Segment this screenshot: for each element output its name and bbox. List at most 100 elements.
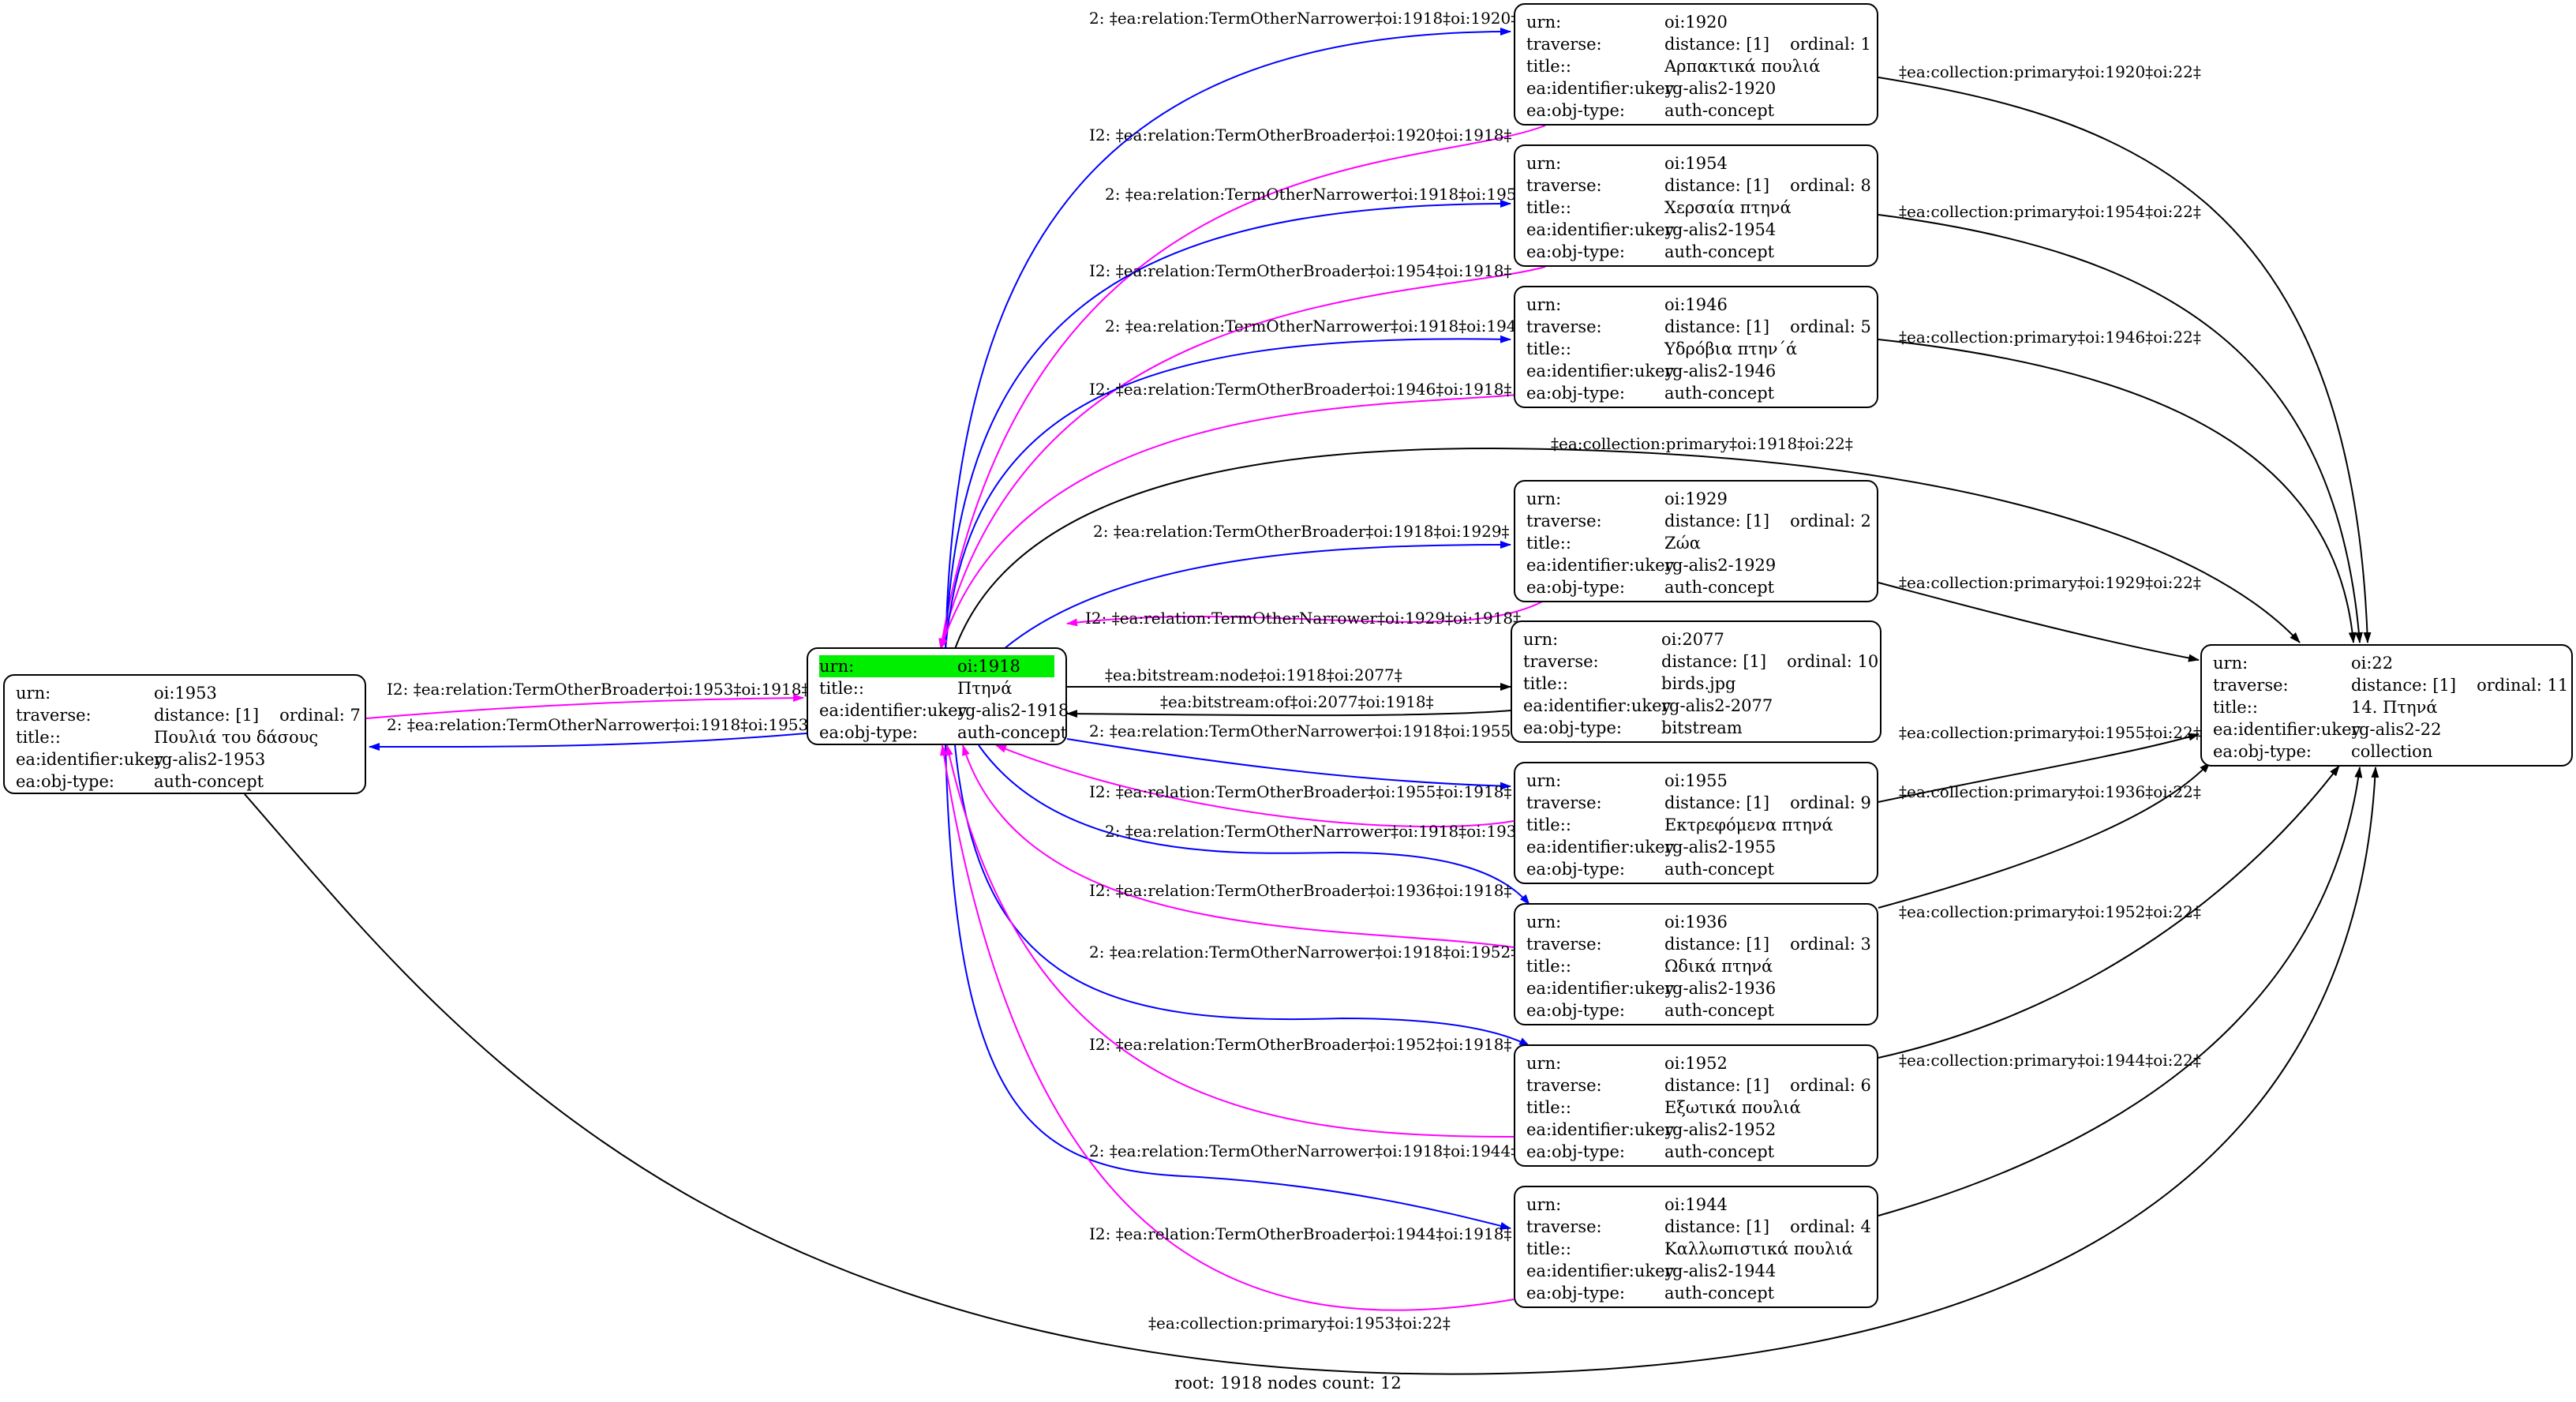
field-traverse: traverse:distance: [1]ordinal: 1 <box>1526 35 1871 54</box>
edge-label-n1946-n22: ‡ea:collection:primary‡oi:1946‡oi:22‡ <box>1899 328 2201 347</box>
edge-label-n1953-n22: ‡ea:collection:primary‡oi:1953‡oi:22‡ <box>1148 1314 1451 1333</box>
edge-n1955-n22 <box>1878 733 2200 803</box>
edge-n1918-n1946 <box>945 335 1511 650</box>
edge-label-n1936-n22: ‡ea:collection:primary‡oi:1936‡oi:22‡ <box>1899 782 2201 801</box>
node-1952[interactable]: urn:oi:1952 traverse:distance: [1]ordina… <box>1514 1044 1878 1167</box>
edge-label-n1944-n1918: I2: ‡ea:relation:TermOtherBroader‡oi:194… <box>1089 1224 1511 1243</box>
field-urn: urn:oi:1954 <box>1526 154 1728 173</box>
field-traverse: traverse:distance: [1]ordinal: 2 <box>1526 512 1871 530</box>
edge-n1944-n22 <box>1878 767 2363 1216</box>
edge-label-n1946-n1918: I2: ‡ea:relation:TermOtherBroader‡oi:194… <box>1089 380 1511 399</box>
edge-label-n1918-n1929: 2: ‡ea:relation:TermOtherBroader‡oi:1918… <box>1093 522 1510 541</box>
edge-label-n1955-n1918: I2: ‡ea:relation:TermOtherBroader‡oi:195… <box>1089 782 1511 801</box>
node-1920[interactable]: urn:oi:1920 traverse:distance: [1]ordina… <box>1514 3 1878 126</box>
field-urn: urn:oi:2077 <box>1523 630 1724 649</box>
edge-label-n1918-n1936: 2: ‡ea:relation:TermOtherNarrower‡oi:191… <box>1105 822 1534 841</box>
edge-n1952-n22 <box>1878 765 2340 1059</box>
edge-n1918-n1920 <box>945 28 1511 650</box>
edge-n1920-n1918 <box>938 125 1546 650</box>
field-title: title::birds.jpg <box>1523 674 1736 693</box>
field-title: title::Υδρόβια πτην΄ά <box>1526 339 1798 358</box>
field-objtype: ea:obj-type:auth-concept <box>1526 1001 1775 1020</box>
field-title: title::Εξωτικά πουλιά <box>1526 1098 1801 1117</box>
edge-label-n1955-n22: ‡ea:collection:primary‡oi:1955‡oi:22‡ <box>1899 723 2201 742</box>
edge-label-n1929-n1918: I2: ‡ea:relation:TermOtherNarrower‡oi:19… <box>1085 609 1521 628</box>
field-title: title::Ωδικά πτηνά <box>1526 957 1773 976</box>
field-title: title::Χερσαία πτηνά <box>1526 198 1792 217</box>
node-1946[interactable]: urn:oi:1946 traverse:distance: [1]ordina… <box>1514 286 1878 408</box>
field-title: title::14. Πτηνά <box>2213 698 2438 717</box>
edge-n1918-n1936 <box>978 744 1530 905</box>
field-objtype: ea:obj-type:auth-concept <box>1526 860 1775 879</box>
edge-label-n1920-n22: ‡ea:collection:primary‡oi:1920‡oi:22‡ <box>1899 62 2201 81</box>
field-objtype: ea:obj-type:auth-concept <box>1526 1284 1775 1303</box>
edge-n1918-n1944 <box>945 744 1511 1230</box>
field-urn: urn:oi:1952 <box>1526 1054 1728 1073</box>
field-urn: urn:oi:1953 <box>16 684 217 703</box>
field-urn: urn:oi:1946 <box>1526 295 1728 314</box>
edge-label-n1918-n2077: ‡ea:bitstream:node‡oi:1918‡oi:2077‡ <box>1105 665 1402 684</box>
node-1953[interactable]: urn:oi:1953 traverse:distance: [1]ordina… <box>3 674 366 794</box>
edge-n1918-n1952 <box>954 744 1530 1047</box>
edge-label-n1918-n1954: 2: ‡ea:relation:TermOtherNarrower‡oi:191… <box>1105 185 1534 204</box>
edge-n1918-n1953 <box>369 733 807 752</box>
edge-n1955-n1918 <box>995 744 1515 828</box>
field-title: title::Εκτρεφόμενα πτηνά <box>1526 815 1833 834</box>
field-traverse: traverse:distance: [1]ordinal: 9 <box>1526 793 1871 812</box>
edge-n1918-n1955 <box>1066 738 1511 790</box>
field-title: title::Ζώα <box>1526 534 1701 553</box>
field-traverse: traverse:distance: [1]ordinal: 11 <box>2213 676 2569 695</box>
node-1936[interactable]: urn:oi:1936 traverse:distance: [1]ordina… <box>1514 903 1878 1025</box>
node-1918-root[interactable]: urn:oi:1918 title::Πτηνά ea:identifier:u… <box>807 647 1069 745</box>
node-1954[interactable]: urn:oi:1954 traverse:distance: [1]ordina… <box>1514 144 1878 267</box>
edge-label-n1918-n1952: 2: ‡ea:relation:TermOtherNarrower‡oi:191… <box>1089 943 1518 962</box>
field-urn: urn:oi:1955 <box>1526 771 1728 790</box>
field-title: title::Αρπακτικά πουλιά <box>1526 57 1821 76</box>
field-traverse: traverse:distance: [1]ordinal: 6 <box>1526 1076 1871 1095</box>
edge-n1936-n22 <box>1878 762 2211 909</box>
field-objtype: ea:obj-type:auth-concept <box>1526 578 1775 597</box>
field-traverse: traverse:distance: [1]ordinal: 7 <box>16 706 361 725</box>
edge-label-n1918-n1944: 2: ‡ea:relation:TermOtherNarrower‡oi:191… <box>1089 1141 1518 1160</box>
edge-label-n1929-n22: ‡ea:collection:primary‡oi:1929‡oi:22‡ <box>1899 573 2201 592</box>
field-objtype: ea:obj-type:auth-concept <box>1526 101 1775 120</box>
edge-label-n1954-n22: ‡ea:collection:primary‡oi:1954‡oi:22‡ <box>1899 202 2201 221</box>
edge-label-n1918-n22: ‡ea:collection:primary‡oi:1918‡oi:22‡ <box>1551 434 1853 453</box>
node-1955[interactable]: urn:oi:1955 traverse:distance: [1]ordina… <box>1514 762 1878 884</box>
node-1944[interactable]: urn:oi:1944 traverse:distance: [1]ordina… <box>1514 1186 1878 1308</box>
edge-n1929-n22 <box>1878 582 2200 662</box>
edge-n1954-n1918 <box>939 266 1546 650</box>
node-22-collection[interactable]: urn:oi:22 traverse:distance: [1]ordinal:… <box>2200 644 2573 767</box>
edge-n1954-n22 <box>1878 214 2363 643</box>
edge-label-n1944-n22: ‡ea:collection:primary‡oi:1944‡oi:22‡ <box>1899 1051 2201 1070</box>
field-objtype: ea:obj-type:auth-concept <box>819 723 1068 742</box>
field-objtype: ea:obj-type:auth-concept <box>1526 384 1775 403</box>
edge-label-n1952-n22: ‡ea:collection:primary‡oi:1952‡oi:22‡ <box>1899 902 2201 921</box>
field-objtype: ea:obj-type:auth-concept <box>1526 242 1775 261</box>
field-traverse: traverse:distance: [1]ordinal: 8 <box>1526 176 1871 195</box>
field-title: title::Πτηνά <box>819 679 1013 698</box>
edge-n1946-n1918 <box>940 391 1546 650</box>
field-urn: urn:oi:1920 <box>1526 13 1728 32</box>
edge-n1918-n1929 <box>1003 541 1511 650</box>
node-2077[interactable]: urn:oi:2077 traverse:distance: [1]ordina… <box>1511 620 1881 743</box>
edge-label-n1920-n1918: I2: ‡ea:relation:TermOtherBroader‡oi:192… <box>1089 126 1511 144</box>
edge-n1953-n1918 <box>365 694 804 719</box>
edge-n1936-n1918 <box>962 744 1515 948</box>
edge-label-n1953-n1918: I2: ‡ea:relation:TermOtherBroader‡oi:195… <box>387 680 809 699</box>
edge-n1953-n22 <box>244 767 2379 1375</box>
edge-n1918-n22 <box>954 448 2301 650</box>
edge-label-n1918-n1920: 2: ‡ea:relation:TermOtherNarrower‡oi:191… <box>1089 9 1518 28</box>
field-objtype: ea:obj-type:auth-concept <box>16 772 264 791</box>
edge-label-n1918-n1946: 2: ‡ea:relation:TermOtherNarrower‡oi:191… <box>1105 317 1534 336</box>
node-1929[interactable]: urn:oi:1929 traverse:distance: [1]ordina… <box>1514 480 1878 602</box>
